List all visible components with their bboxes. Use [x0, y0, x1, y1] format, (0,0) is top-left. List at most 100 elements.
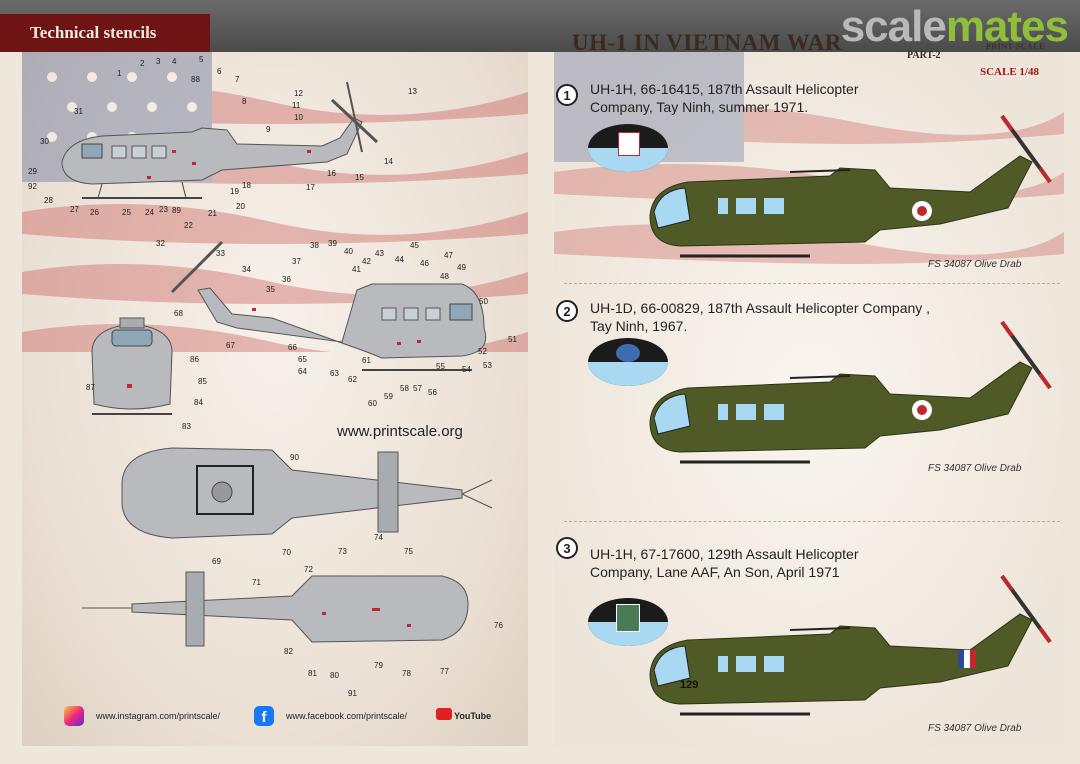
svg-text:25: 25	[122, 208, 131, 217]
svg-text:13: 13	[408, 87, 417, 96]
variant-2-helicopter	[649, 320, 1052, 464]
variant-divider-1	[564, 283, 1060, 284]
svg-text:30: 30	[40, 137, 49, 146]
facebook-icon[interactable]: f	[254, 706, 274, 726]
svg-text:75: 75	[404, 547, 413, 556]
brand-label: PRINT-SCALE	[986, 42, 1045, 51]
instagram-link[interactable]: www.instagram.com/printscale/	[96, 711, 221, 721]
variant-1-description: UH-1H, 66-16415, 187th Assault Helicopte…	[590, 80, 858, 116]
svg-text:59: 59	[384, 392, 393, 401]
scale-label: SCALE 1/48	[980, 66, 1039, 78]
svg-text:58: 58	[400, 384, 409, 393]
youtube-icon[interactable]	[436, 708, 452, 720]
svg-text:5: 5	[199, 55, 204, 64]
svg-text:37: 37	[292, 257, 301, 266]
svg-text:63: 63	[330, 369, 339, 378]
variant-3-line2: Company, Lane AAF, An Son, April 1971	[590, 564, 840, 580]
svg-text:18: 18	[242, 181, 251, 190]
svg-text:9: 9	[266, 125, 271, 134]
svg-text:31: 31	[74, 107, 83, 116]
svg-text:81: 81	[308, 669, 317, 678]
bottom-view-helicopter	[82, 571, 469, 647]
svg-text:42: 42	[362, 257, 371, 266]
svg-text:51: 51	[508, 335, 517, 344]
svg-text:79: 79	[374, 661, 383, 670]
svg-text:17: 17	[306, 183, 315, 192]
svg-text:77: 77	[440, 667, 449, 676]
variant-2-number: 2	[556, 300, 578, 322]
variant-1-helicopter	[649, 114, 1052, 258]
svg-text:64: 64	[298, 367, 307, 376]
svg-text:32: 32	[156, 239, 165, 248]
part-label: PART-2	[907, 50, 941, 61]
svg-text:87: 87	[86, 383, 95, 392]
side-view-helicopter-b	[170, 240, 487, 371]
svg-text:61: 61	[362, 356, 371, 365]
svg-text:8: 8	[242, 97, 247, 106]
variant-3-number: 3	[556, 537, 578, 559]
svg-text:36: 36	[282, 275, 291, 284]
variant-2-emblem-icon	[616, 344, 640, 362]
svg-text:73: 73	[338, 547, 347, 556]
svg-text:24: 24	[145, 208, 154, 217]
svg-text:82: 82	[284, 647, 293, 656]
svg-text:88: 88	[191, 75, 200, 84]
svg-text:89: 89	[172, 206, 181, 215]
svg-text:14: 14	[384, 157, 393, 166]
variant-1-number: 1	[556, 84, 578, 106]
svg-text:60: 60	[368, 399, 377, 408]
svg-text:3: 3	[156, 57, 161, 66]
svg-text:53: 53	[483, 361, 492, 370]
svg-text:22: 22	[184, 221, 193, 230]
svg-text:23: 23	[159, 205, 168, 214]
variant-2-paint: FS 34087 Olive Drab	[928, 463, 1022, 474]
svg-text:70: 70	[282, 548, 291, 557]
svg-text:74: 74	[374, 533, 383, 542]
website-link[interactable]: www.printscale.org	[337, 423, 463, 440]
svg-text:7: 7	[235, 75, 240, 84]
svg-text:45: 45	[410, 241, 419, 250]
svg-text:69: 69	[212, 557, 221, 566]
variant-1-nose-art	[588, 124, 668, 172]
variant-2-description: UH-1D, 66-00829, 187th Assault Helicopte…	[590, 299, 930, 335]
svg-text:78: 78	[402, 669, 411, 678]
svg-text:26: 26	[90, 208, 99, 217]
svg-text:44: 44	[395, 255, 404, 264]
svg-text:48: 48	[440, 272, 449, 281]
svg-text:83: 83	[182, 422, 191, 431]
svg-text:38: 38	[310, 241, 319, 250]
svg-text:85: 85	[198, 377, 207, 386]
variant-1-shield-icon	[618, 132, 640, 156]
variant-1-paint: FS 34087 Olive Drab	[928, 259, 1022, 270]
svg-text:19: 19	[230, 187, 239, 196]
svg-text:33: 33	[216, 249, 225, 258]
svg-text:65: 65	[298, 355, 307, 364]
svg-text:10: 10	[294, 113, 303, 122]
svg-text:41: 41	[352, 265, 361, 274]
svg-text:28: 28	[44, 196, 53, 205]
svg-text:4: 4	[172, 57, 177, 66]
svg-text:40: 40	[344, 247, 353, 256]
svg-text:29: 29	[28, 167, 37, 176]
svg-text:57: 57	[413, 384, 422, 393]
svg-text:90: 90	[290, 453, 299, 462]
variant-3-helicopter	[649, 574, 1052, 716]
facebook-link[interactable]: www.facebook.com/printscale/	[286, 711, 408, 721]
svg-text:66: 66	[288, 343, 297, 352]
svg-text:80: 80	[330, 671, 339, 680]
youtube-link[interactable]: YouTube	[454, 711, 492, 721]
variant-2-line2: Tay Ninh, 1967.	[590, 318, 688, 334]
svg-text:1: 1	[117, 69, 122, 78]
svg-text:34: 34	[242, 265, 251, 274]
svg-text:50: 50	[479, 297, 488, 306]
variant-2-line1: UH-1D, 66-00829, 187th Assault Helicopte…	[590, 300, 931, 316]
top-view-helicopter	[121, 447, 493, 539]
variant-3-line1: UH-1H, 67-17600, 129th Assault Helicopte…	[590, 546, 859, 562]
instagram-icon[interactable]	[64, 706, 84, 726]
svg-text:15: 15	[355, 173, 364, 182]
watermark-part2: mates	[945, 2, 1069, 51]
svg-text:39: 39	[328, 239, 337, 248]
svg-text:55: 55	[436, 362, 445, 371]
